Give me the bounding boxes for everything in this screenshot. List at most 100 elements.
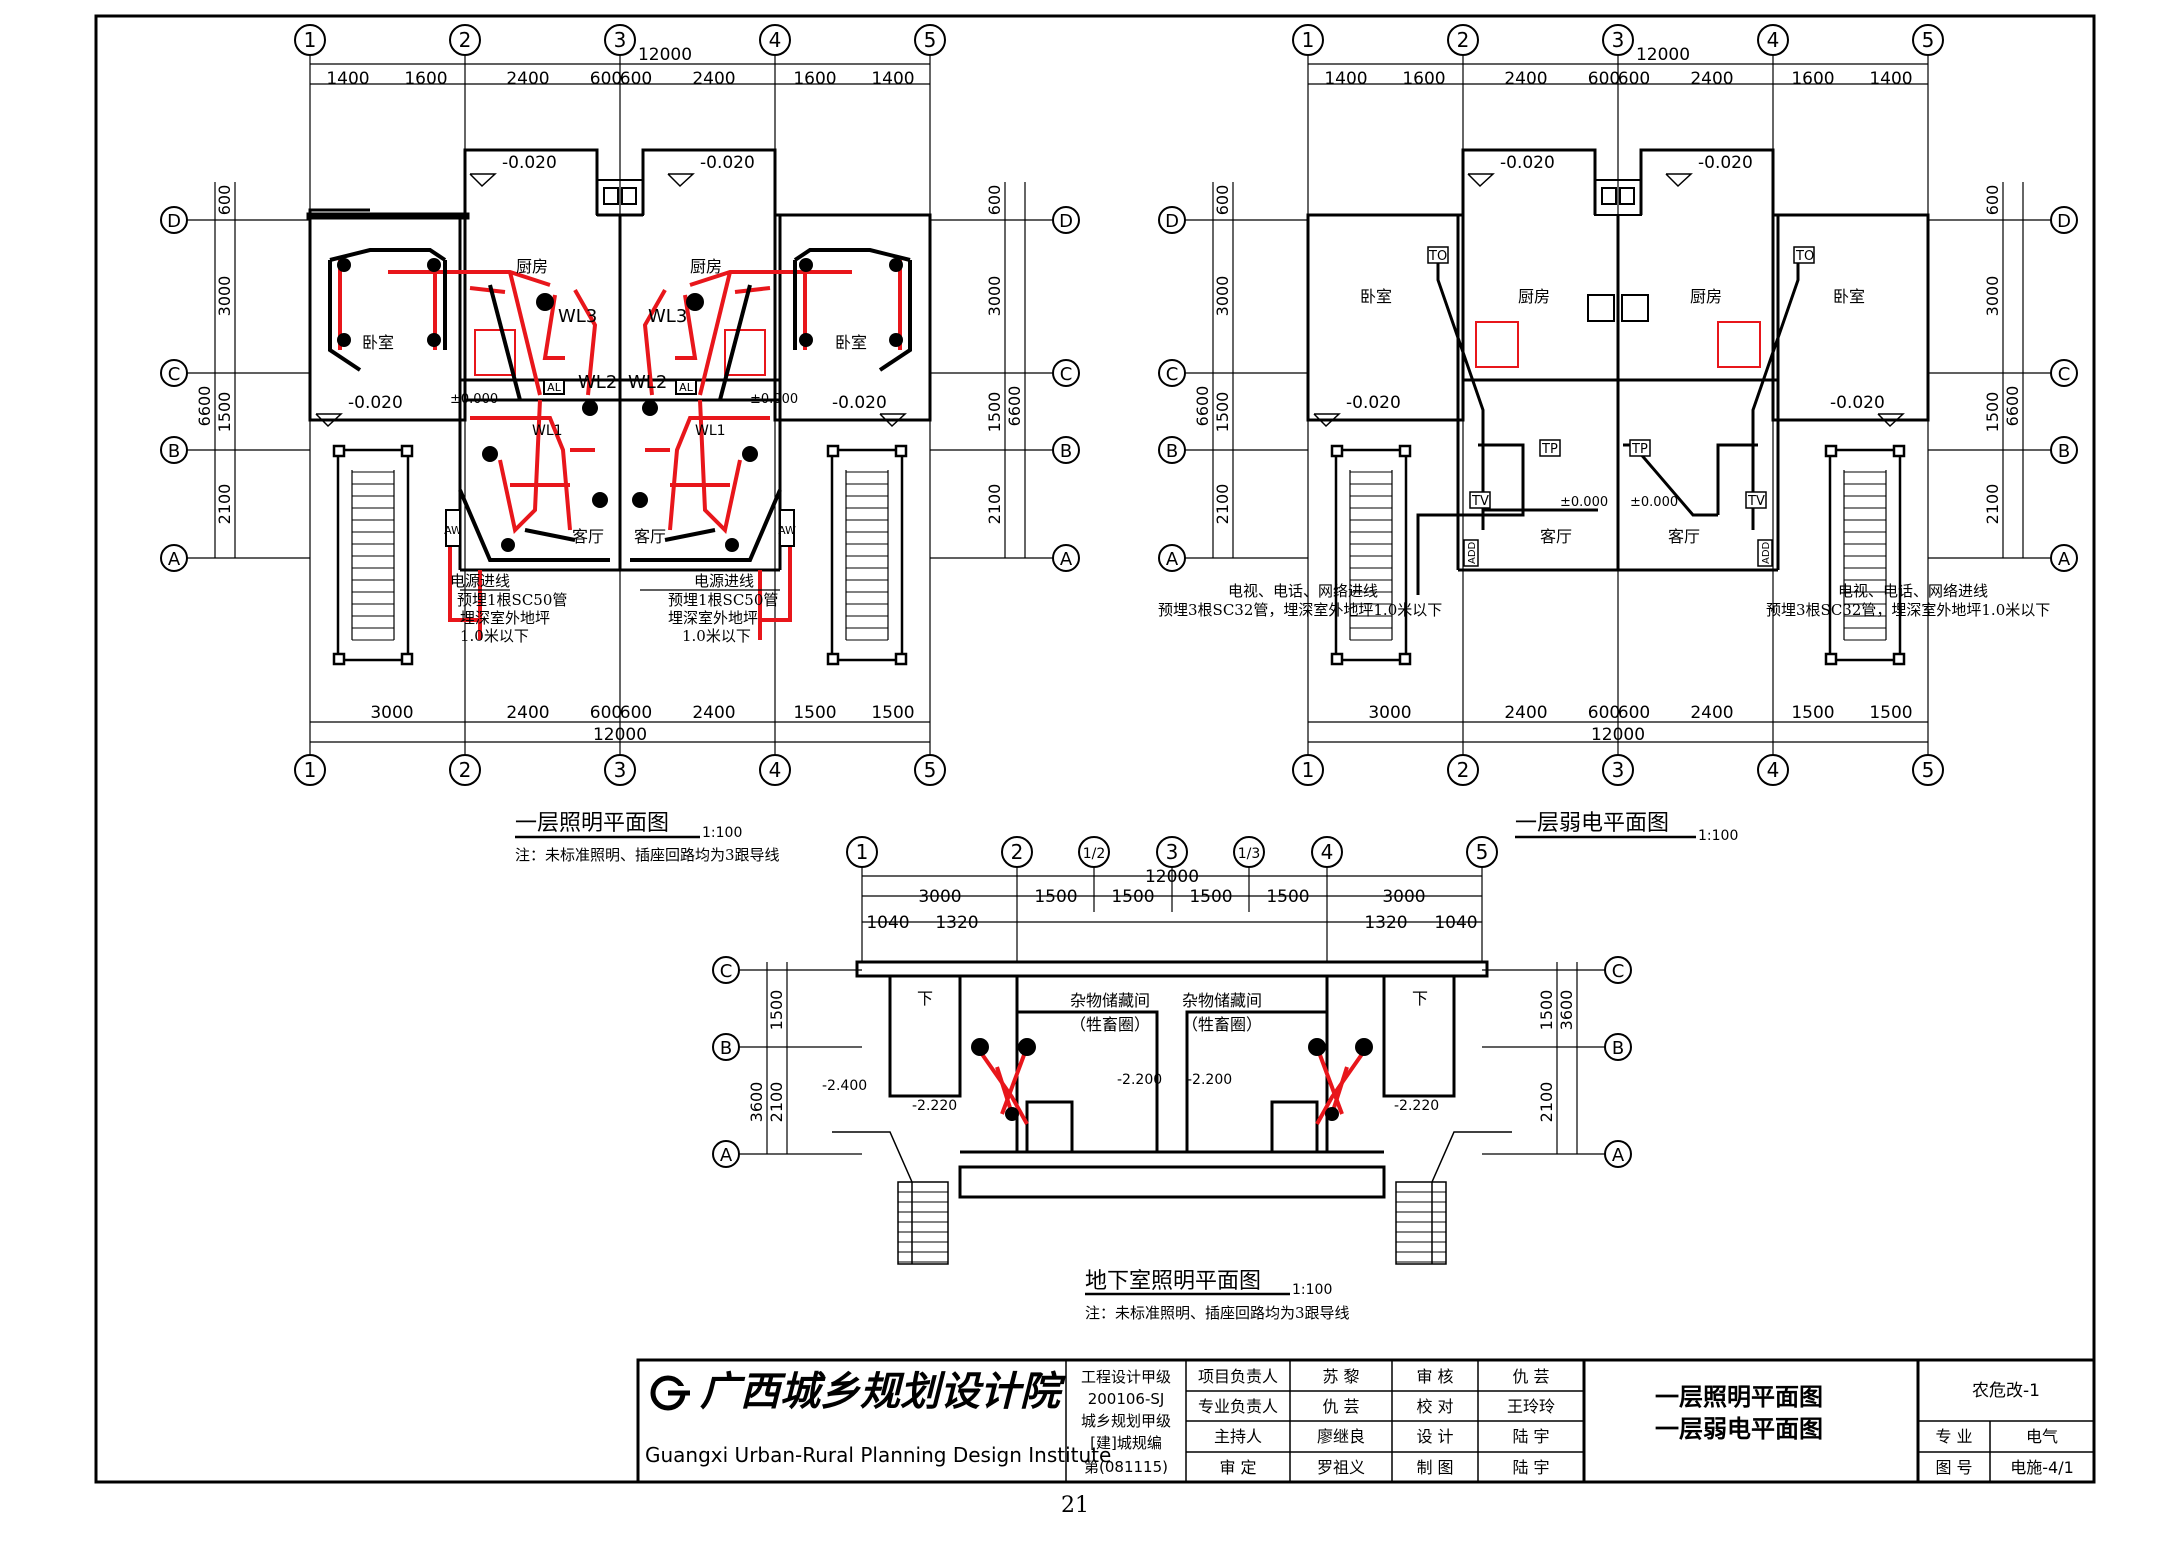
flue xyxy=(1587,179,1649,322)
svg-text:5: 5 xyxy=(1922,758,1935,782)
svg-text:D: D xyxy=(167,211,181,232)
svg-text:2100: 2100 xyxy=(985,484,1004,525)
svg-text:2400: 2400 xyxy=(1504,703,1547,723)
svg-text:A: A xyxy=(2058,549,2071,570)
entry-note-left: 电视、电话、网络进线 预埋3根SC32管，埋深室外地坪1.0米以下 xyxy=(1158,582,1442,619)
walls xyxy=(855,960,1489,1199)
svg-text:4: 4 xyxy=(769,758,782,782)
svg-text:1: 1 xyxy=(1302,758,1315,782)
overall-dim-top: 12000 xyxy=(1636,45,1690,65)
svg-text:1.0米以下: 1.0米以下 xyxy=(682,627,751,645)
svg-text:1500: 1500 xyxy=(1537,990,1556,1031)
svg-text:杂物储藏间: 杂物储藏间 xyxy=(1070,991,1150,1010)
side-axis-lines xyxy=(185,182,1055,559)
dim-label: 2400 xyxy=(692,69,735,89)
dim-label: 2400 xyxy=(692,703,735,723)
svg-text:审 核: 审 核 xyxy=(1416,1367,1453,1386)
svg-text:3000: 3000 xyxy=(1368,703,1411,723)
axis-bubbles-bottom: 1 2 3 4 5 xyxy=(1292,754,1944,786)
dim-label: 600 xyxy=(1618,69,1650,89)
svg-text:C: C xyxy=(168,364,181,385)
page-number: 21 xyxy=(1061,1493,1089,1518)
svg-text:仇 芸: 仇 芸 xyxy=(1322,1397,1359,1416)
box-label: AW xyxy=(444,524,462,537)
svg-text:主持人: 主持人 xyxy=(1214,1427,1262,1446)
svg-text:苏 黎: 苏 黎 xyxy=(1322,1367,1359,1386)
axis-bubble: 3 xyxy=(604,24,636,56)
svg-text:TP: TP xyxy=(1631,442,1648,457)
room-label: 客厅 xyxy=(572,527,604,546)
plan-scale: 1:100 xyxy=(1698,828,1738,844)
dim-label: 600 xyxy=(590,69,622,89)
stair-down-label: 下 xyxy=(1412,989,1428,1008)
svg-text:±0.000: ±0.000 xyxy=(1560,495,1608,510)
axis-bubble: 5 xyxy=(914,24,946,56)
svg-text:1/2: 1/2 xyxy=(1083,846,1106,862)
svg-text:卧室: 卧室 xyxy=(1360,287,1392,306)
dim-label: 1500 xyxy=(793,703,836,723)
svg-text:1320: 1320 xyxy=(1364,913,1407,933)
svg-text:电视、电话、网络进线: 电视、电话、网络进线 xyxy=(1228,582,1378,600)
svg-text:2: 2 xyxy=(1457,758,1470,782)
circuit-label: WL3 xyxy=(558,306,597,327)
svg-text:廖继良: 廖继良 xyxy=(1317,1427,1365,1446)
svg-text:B: B xyxy=(1166,441,1178,462)
bottom-dims: 3000 2400 600 600 2400 1500 1500 xyxy=(370,703,914,723)
distribution-boxes xyxy=(445,379,795,547)
svg-text:200106-SJ: 200106-SJ xyxy=(1088,1390,1165,1408)
room-labels: 卧室 卧室 厨房 厨房 客厅 客厅 xyxy=(1360,287,1865,546)
svg-text:ADD: ADD xyxy=(1467,541,1478,564)
svg-text:预埋1根SC50管: 预埋1根SC50管 xyxy=(668,591,778,609)
outlet-labels: TO TO TP TP TV TV ADD ADD xyxy=(1427,246,1815,567)
elevation-marks: -2.400 -2.220 -2.200 -2.200 -2.220 xyxy=(822,1072,1439,1114)
discipline-value: 电气 xyxy=(2026,1427,2058,1446)
svg-text:2100: 2100 xyxy=(1213,484,1232,525)
svg-text:项目负责人: 项目负责人 xyxy=(1198,1367,1278,1386)
walls xyxy=(1306,148,1930,572)
plan-note: 注：未标准照明、插座回路均为3跟导线 xyxy=(1085,1304,1350,1322)
axis-bubble: 2 xyxy=(449,24,481,56)
svg-text:6600: 6600 xyxy=(1005,386,1024,427)
svg-text:3000: 3000 xyxy=(918,887,961,907)
svg-text:TO: TO xyxy=(1795,249,1814,264)
svg-text:预埋1根SC50管: 预埋1根SC50管 xyxy=(457,591,567,609)
svg-text:600: 600 xyxy=(1983,185,2002,216)
institute-name-en: Guangxi Urban-Rural Planning Design Inst… xyxy=(645,1443,1111,1467)
svg-text:5: 5 xyxy=(924,758,937,782)
axis-bubbles-bottom: 1 2 3 4 5 xyxy=(294,754,946,786)
svg-text:TV: TV xyxy=(1471,494,1489,509)
svg-text:D: D xyxy=(1165,211,1179,232)
lighting-plan: 1 2 3 4 5 12000 1400 1600 2400 600 600 2… xyxy=(160,24,1080,786)
svg-text:D: D xyxy=(2057,211,2071,232)
svg-text:4: 4 xyxy=(1767,758,1780,782)
svg-text:600: 600 xyxy=(215,185,234,216)
axis-lines xyxy=(861,867,1483,962)
top-dims: 3000 1500 1500 1500 1500 3000 1040 1320 … xyxy=(866,887,1477,933)
svg-text:电源进线: 电源进线 xyxy=(450,572,510,590)
power-entry-note-right: 电源进线 预埋1根SC50管 埋深室外地坪 1.0米以下 xyxy=(668,572,778,645)
bottom-dims: 3000 2400 600 600 2400 1500 1500 xyxy=(1368,703,1912,723)
dim-label: 1600 xyxy=(1402,69,1445,89)
svg-text:2: 2 xyxy=(459,758,472,782)
svg-text:客厅: 客厅 xyxy=(1540,527,1572,546)
elevation-label: ±0.000 xyxy=(450,392,498,407)
svg-text:陆 宇: 陆 宇 xyxy=(1512,1427,1549,1446)
svg-text:校 对: 校 对 xyxy=(1416,1397,1453,1416)
svg-text:5: 5 xyxy=(1476,840,1489,864)
svg-text:-0.020: -0.020 xyxy=(1830,393,1885,413)
svg-text:-2.200: -2.200 xyxy=(1117,1072,1162,1088)
svg-text:1500: 1500 xyxy=(1791,703,1834,723)
plan-note: 注：未标准照明、插座回路均为3跟导线 xyxy=(515,846,780,864)
overall-dim-bottom: 12000 xyxy=(593,725,647,745)
svg-text:3000: 3000 xyxy=(1213,276,1232,317)
dim-label: 1400 xyxy=(1324,69,1367,89)
certification: 工程设计甲级 200106-SJ 城乡规划甲级 [建]城规编 第(081115) xyxy=(1081,1368,1171,1476)
svg-text:杂物储藏间: 杂物储藏间 xyxy=(1182,991,1262,1010)
dim-label: 2400 xyxy=(1690,69,1733,89)
svg-text:C: C xyxy=(1166,364,1179,385)
svg-text:1: 1 xyxy=(304,28,317,52)
walls xyxy=(306,148,932,572)
dim-label: 600 xyxy=(620,69,652,89)
svg-text:3: 3 xyxy=(1166,840,1179,864)
svg-text:TO: TO xyxy=(1428,249,1447,264)
